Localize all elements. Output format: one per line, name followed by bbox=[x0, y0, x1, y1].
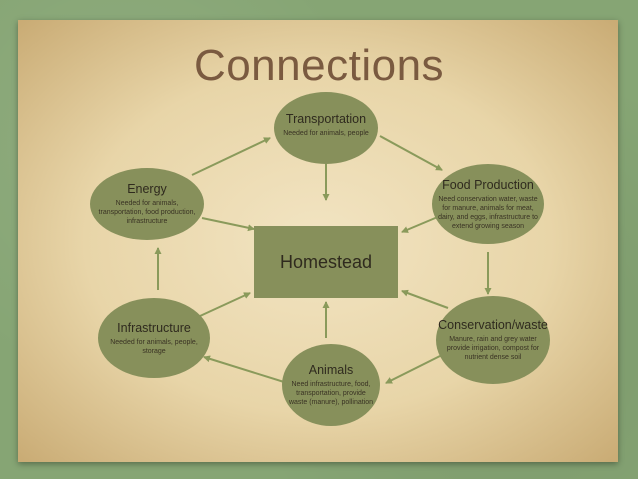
node-energy-title: Energy bbox=[127, 182, 167, 196]
node-infrastructure-title: Infrastructure bbox=[117, 320, 191, 335]
homestead-box: Homestead bbox=[254, 226, 398, 298]
node-conservation-waste: Conservation/waste Manure, rain and grey… bbox=[436, 296, 550, 384]
node-animals-desc: Need infrastructure, food, transportatio… bbox=[288, 381, 374, 406]
node-transportation: Transportation Needed for animals, peopl… bbox=[274, 92, 378, 164]
arrow-conservation-to-animals bbox=[385, 354, 443, 384]
arrow-transportation-to-food bbox=[379, 135, 443, 171]
arrow-conservation-to-homestead bbox=[401, 289, 449, 309]
node-energy: Energy Needed for animals, transportatio… bbox=[90, 168, 204, 240]
homestead-label: Homestead bbox=[279, 251, 373, 272]
node-food-production: Food Production Need conservation water,… bbox=[432, 164, 544, 244]
slide-title: Connections bbox=[193, 41, 445, 90]
node-food-production-title: Food Production bbox=[442, 177, 534, 192]
node-food-production-desc: Need conservation water, waste for manur… bbox=[438, 195, 538, 230]
arrow-animals-to-infrastructure bbox=[203, 355, 285, 383]
node-conservation-waste-desc: Manure, rain and grey water provide irri… bbox=[446, 336, 540, 361]
node-transportation-title: Transportation bbox=[285, 112, 367, 126]
node-transportation-desc: Needed for animals, people bbox=[283, 130, 369, 137]
node-infrastructure-desc: Needed for animals, people, storage bbox=[110, 338, 198, 355]
arrow-energy-to-homestead bbox=[201, 217, 255, 232]
arrow-food-to-homestead bbox=[401, 215, 441, 233]
node-conservation-waste-title: Conservation/waste bbox=[438, 318, 548, 332]
arrow-infrastructure-to-homestead bbox=[199, 292, 251, 317]
node-infrastructure: Infrastructure Needed for animals, peopl… bbox=[98, 298, 210, 378]
node-energy-desc: Needed for animals, transportation, food… bbox=[98, 200, 196, 225]
node-animals-title: Animals bbox=[308, 363, 354, 377]
node-animals: Animals Need infrastructure, food, trans… bbox=[282, 344, 380, 426]
arrow-energy-to-transportation bbox=[191, 137, 271, 176]
